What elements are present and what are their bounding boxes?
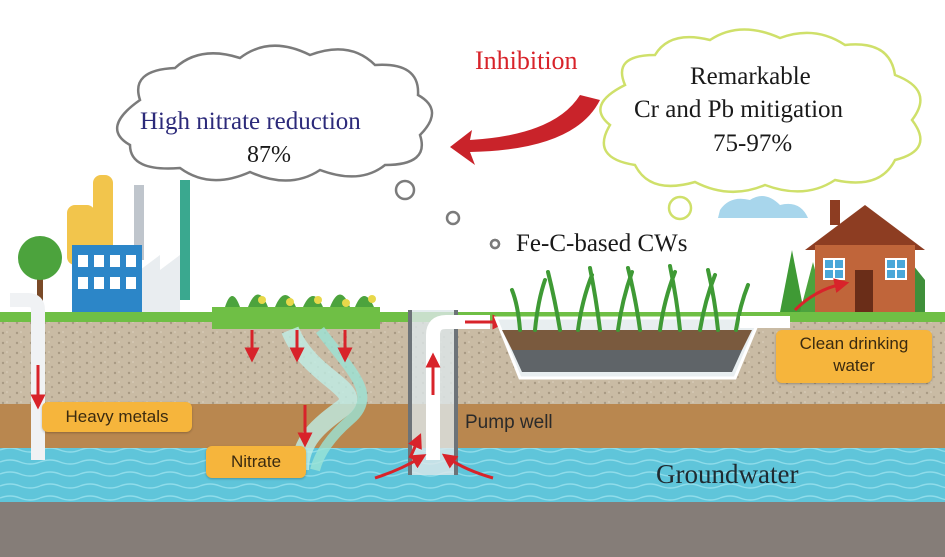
nitrate-tag: Nitrate [206,446,306,478]
nitrate-garden-bed [212,294,380,472]
cw-label: Fe-C-based CWs [516,230,688,257]
wetland-reeds-icon [493,264,790,380]
inhibition-arrow-icon [450,95,600,165]
sky-cloud-icon [718,196,808,218]
metal-cloud-line-2: Cr and Pb mitigation [634,96,844,123]
metal-cloud-line-1: Remarkable [690,63,811,90]
inhibition-label: Inhibition [475,46,578,75]
metal-cloud-icon [599,28,922,221]
heavy-metals-pipe [10,293,46,460]
pump-well-icon [374,310,508,480]
nitrate-cloud-title: High nitrate reduction [140,108,361,135]
heavy-metals-tag: Heavy metals [42,402,192,432]
pump-well-label: Pump well [465,412,553,433]
tree-icon [18,236,62,312]
house-icon [780,200,925,312]
clean-water-line-1: Clean drinking [799,334,909,353]
cw-bullet-icon [489,238,501,250]
metal-cloud-value: 75-97% [713,130,793,157]
nitrate-cloud-icon [115,44,501,250]
groundwater-label: Groundwater [656,459,799,489]
factory-icon [67,175,190,312]
bedrock-layer [0,502,945,557]
clean-water-line-2: water [833,356,875,375]
nitrate-cloud-value: 87% [247,142,291,168]
clean-water-tag: Clean drinking water [776,330,932,383]
groundwater-layer [0,448,945,502]
